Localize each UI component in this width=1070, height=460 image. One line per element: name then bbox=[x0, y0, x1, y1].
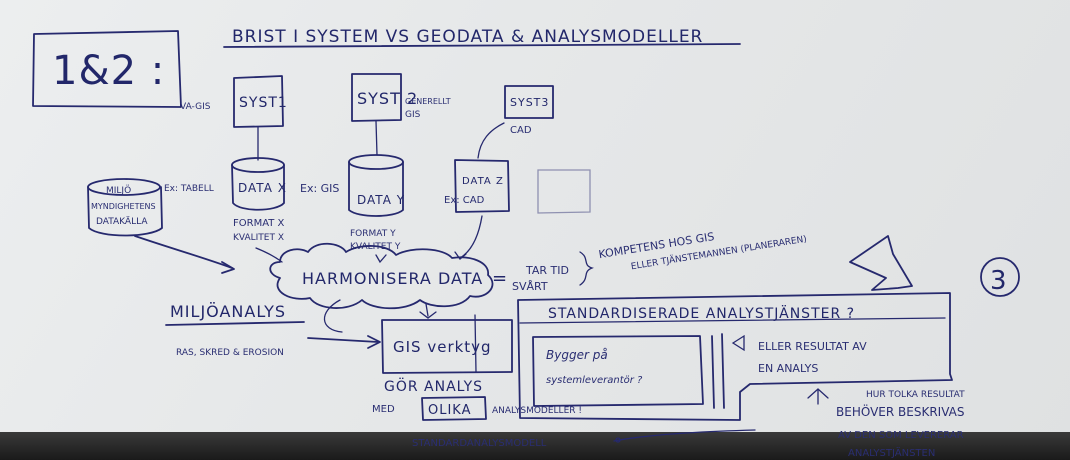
standard-services-box: STANDARDISERADE ANALYSTJÄNSTER ? Bygger … bbox=[517, 292, 953, 421]
database-z-label-2: Ex: CAD bbox=[444, 195, 485, 206]
harmonize-cloud: HARMONISERA DATA bbox=[255, 215, 494, 310]
system-3: SYST3 CAD bbox=[477, 85, 554, 159]
harmonize-text: HARMONISERA DATA bbox=[302, 269, 483, 288]
database-z-label-1: DATA Z bbox=[462, 176, 504, 187]
source-line-2: MYNDIGHETENS bbox=[91, 202, 156, 211]
step-three-marker: 3 bbox=[849, 235, 1020, 297]
database-y-prefix: Ex: GIS bbox=[300, 182, 339, 195]
interpretation-note: HUR TOLKA RESULTAT BEHÖVER BESKRIVAS AV … bbox=[807, 388, 965, 459]
competence-note: KOMPETENS HOS GIS ELLER TJÄNSTEMANNEN (P… bbox=[598, 230, 808, 272]
source-line-1: MILJÖ bbox=[106, 185, 131, 196]
olika-text: OLIKA bbox=[428, 403, 472, 418]
equals-sign: = bbox=[492, 268, 508, 289]
cost-line-2: SVÅRT bbox=[512, 280, 548, 293]
system-3-label: SYST3 bbox=[510, 96, 549, 109]
gis-tool-box: GIS verktyg GÖR ANALYS MED OLIKA ANALYSM… bbox=[372, 303, 756, 449]
interpret-line-3: AV DEN SOM LEVERERAR bbox=[838, 430, 964, 441]
standard-services-title: STANDARDISERADE ANALYSTJÄNSTER ? bbox=[548, 304, 855, 322]
eller-line-2: EN ANALYS bbox=[758, 362, 818, 375]
interpret-line-4: ANALYSTJÄNSTEN bbox=[848, 446, 935, 459]
title-text: BRIST I SYSTEM VS GEODATA & ANALYSMODELL… bbox=[232, 27, 703, 47]
system-2-label: SYST 2 bbox=[357, 89, 418, 108]
bygger-line-2: systemleverantör ? bbox=[546, 375, 643, 386]
analysmodeller-text: ANALYSMODELLER ! bbox=[492, 406, 582, 416]
system-2: SYST 2 GENERELLT GIS bbox=[351, 73, 451, 156]
cost-line-1: TAR TID bbox=[525, 264, 569, 277]
system-3-note: CAD bbox=[510, 125, 532, 136]
analysis-title: MILJÖANALYS bbox=[170, 302, 286, 321]
database-x-caption-2: KVALITET X bbox=[233, 233, 284, 243]
database-x: DATA X Ex: TABELL FORMAT X KVALITET X bbox=[164, 157, 287, 243]
board-bottom-edge bbox=[0, 432, 1070, 460]
database-y-caption-1: FORMAT Y bbox=[350, 229, 396, 239]
database-x-caption-1: FORMAT X bbox=[233, 218, 285, 229]
gis-tool-label: GIS verktyg bbox=[393, 338, 492, 356]
database-x-label: DATA X bbox=[238, 181, 287, 195]
database-y-label: DATA Y bbox=[357, 193, 405, 207]
corner-label-box: 1&2 : bbox=[32, 30, 182, 108]
interpret-line-1: HUR TOLKA RESULTAT bbox=[866, 390, 965, 400]
step-number: 3 bbox=[990, 266, 1008, 296]
title-block: BRIST I SYSTEM VS GEODATA & ANALYSMODELL… bbox=[223, 27, 741, 48]
environment-analysis: MILJÖANALYS RAS, SKRED & EROSION bbox=[165, 299, 381, 358]
gor-analys-text: GÖR ANALYS bbox=[384, 377, 483, 395]
bygger-line-1: Bygger på bbox=[546, 348, 608, 362]
database-z: DATA Z Ex: CAD bbox=[444, 159, 591, 214]
standard-model-text: STANDARDANALYSMODELL bbox=[412, 438, 547, 449]
cost-note: = TAR TID SVÅRT bbox=[492, 251, 594, 293]
interpret-line-2: BEHÖVER BESKRIVAS bbox=[836, 403, 964, 419]
system-2-note-1: GENERELLT bbox=[405, 97, 451, 106]
med-text: MED bbox=[372, 404, 395, 415]
database-x-prefix: Ex: TABELL bbox=[164, 184, 214, 194]
system-1: SYST1 VA-GIS bbox=[180, 75, 288, 161]
system-2-note-2: GIS bbox=[405, 110, 421, 120]
system-1-label: SYST1 bbox=[239, 95, 288, 111]
environment-source: MILJÖ MYNDIGHETENS DATAKÄLLA bbox=[87, 178, 235, 274]
system-1-note: VA-GIS bbox=[180, 102, 211, 112]
source-line-3: DATAKÄLLA bbox=[96, 216, 148, 227]
analysis-subtitle: RAS, SKRED & EROSION bbox=[176, 348, 284, 358]
corner-label: 1&2 : bbox=[52, 48, 165, 94]
eller-line-1: ELLER RESULTAT AV bbox=[758, 340, 867, 353]
database-y: DATA Y Ex: GIS FORMAT Y KVALITET Y bbox=[300, 154, 405, 252]
